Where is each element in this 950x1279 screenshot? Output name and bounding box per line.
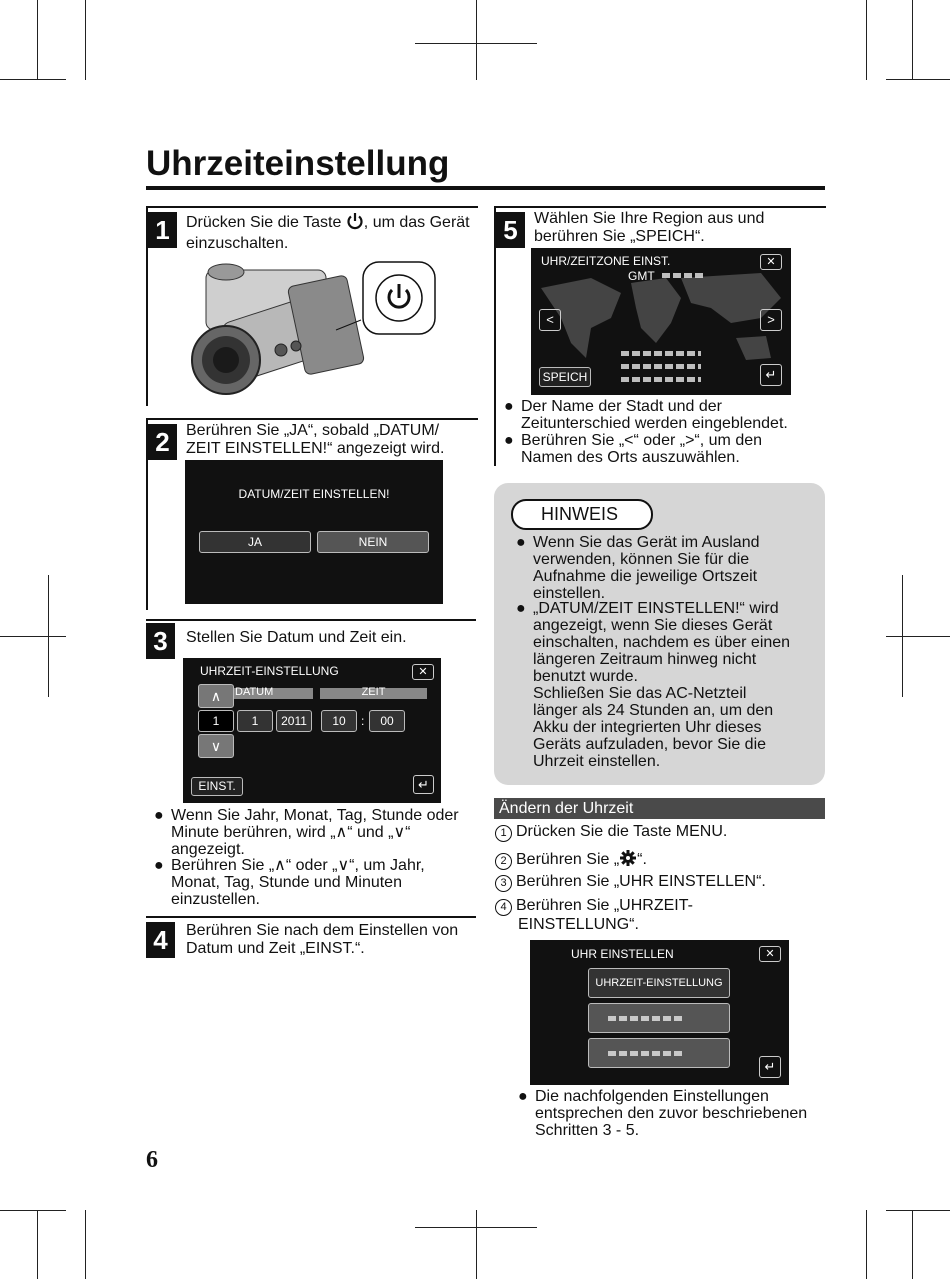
menu-item-3-text	[608, 1051, 684, 1056]
close-icon[interactable]: ✕	[760, 254, 782, 270]
step-circle: 2	[495, 853, 512, 870]
time-colon: :	[361, 714, 365, 728]
city-line-1	[621, 351, 701, 356]
step-text: Berühren Sie „JA“, sobald „DATUM/ ZEIT E…	[186, 422, 445, 457]
back-icon[interactable]: ↵	[760, 364, 782, 386]
step-circle: 3	[495, 875, 512, 892]
step-circle: 4	[495, 899, 512, 916]
save-button[interactable]: SPEICH	[539, 367, 591, 387]
menu-item-2-text	[608, 1016, 684, 1021]
power-icon	[346, 212, 364, 235]
city-line-3	[621, 377, 701, 382]
year-field[interactable]: 2011	[276, 710, 312, 732]
page-title: Uhrzeiteinstellung	[146, 144, 450, 183]
step-number: 3	[146, 623, 175, 659]
step-circle: 1	[495, 825, 512, 842]
up-arrow-button[interactable]: ∧	[198, 684, 234, 708]
time-label: ZEIT	[361, 686, 386, 698]
time-header-bar	[320, 688, 427, 699]
back-icon[interactable]: ↵	[759, 1056, 781, 1078]
set-button[interactable]: EINST.	[191, 777, 243, 796]
step-text: Wählen Sie Ihre Region aus und berühren …	[534, 210, 765, 245]
yes-button[interactable]: JA	[199, 531, 311, 553]
step-3: 3 Stellen Sie Datum und Zeit ein. UHRZEI…	[146, 619, 476, 913]
date-header-bar	[233, 688, 313, 699]
screen-title: DATUM/ZEIT EINSTELLEN!	[238, 487, 390, 501]
timezone-screen: UHR/ZEITZONE EINST. GMT ✕ < > SPEICH ↵	[531, 248, 791, 395]
hour-field[interactable]: 10	[321, 710, 357, 732]
time-setting-screen: UHRZEIT-EINSTELLUNG ✕ DATUM ZEIT ∧ 1 ∨ 1…	[183, 658, 441, 803]
minute-field[interactable]: 00	[369, 710, 405, 732]
step-4: 4 Berühren Sie nach dem Einstellen von D…	[146, 916, 476, 958]
clock-settings-screen: UHR EINSTELLEN ✕ UHRZEIT-EINSTELLUNG ↵	[530, 940, 789, 1085]
screen-title: UHR EINSTELLEN	[571, 947, 674, 961]
next-region-button[interactable]: >	[760, 309, 782, 331]
step-number: 1	[148, 212, 177, 248]
close-icon[interactable]: ✕	[412, 664, 434, 680]
month-field[interactable]: 1	[237, 710, 273, 732]
prev-region-button[interactable]: <	[539, 309, 561, 331]
step-text: Berühren Sie nach dem Einstellen von Dat…	[186, 922, 459, 957]
no-button[interactable]: NEIN	[317, 531, 429, 553]
gmt-label: GMT	[628, 269, 655, 283]
world-map	[541, 273, 781, 360]
note-label: HINWEIS	[511, 499, 653, 530]
change-time-header: Ändern der Uhrzeit	[494, 798, 825, 819]
close-icon[interactable]: ✕	[759, 946, 781, 962]
step-number: 4	[146, 922, 175, 958]
note-box: HINWEIS ● Wenn Sie das Gerät im Ausland …	[494, 483, 825, 785]
step-1: 1 Drücken Sie die Taste , um das Gerät e…	[146, 206, 478, 406]
step-text: Stellen Sie Datum und Zeit ein.	[186, 629, 407, 646]
screen-title: UHRZEIT-EINSTELLUNG	[200, 664, 339, 678]
date-label: DATUM	[235, 686, 274, 698]
city-line-2	[621, 364, 701, 369]
gear-icon	[619, 849, 637, 872]
step-text: Drücken Sie die Taste , um das Gerät ein…	[186, 212, 470, 252]
step-5: 5 Wählen Sie Ihre Region aus und berühre…	[494, 206, 826, 466]
down-arrow-button[interactable]: ∨	[198, 734, 234, 758]
datetime-prompt-screen: DATUM/ZEIT EINSTELLEN! JA NEIN	[185, 460, 443, 604]
screen-title: UHR/ZEITZONE EINST.	[541, 254, 671, 268]
page-number: 6	[146, 1147, 158, 1173]
back-icon[interactable]: ↵	[413, 775, 434, 794]
camcorder-illustration	[186, 250, 446, 400]
day-field[interactable]: 1	[198, 710, 234, 732]
time-setting-menu-item[interactable]: UHRZEIT-EINSTELLUNG	[588, 968, 730, 998]
step-2: 2 Berühren Sie „JA“, sobald „DATUM/ ZEIT…	[146, 418, 478, 610]
title-rule	[146, 186, 825, 190]
step-number: 5	[496, 212, 525, 248]
gmt-value	[662, 273, 704, 278]
step-number: 2	[148, 424, 177, 460]
